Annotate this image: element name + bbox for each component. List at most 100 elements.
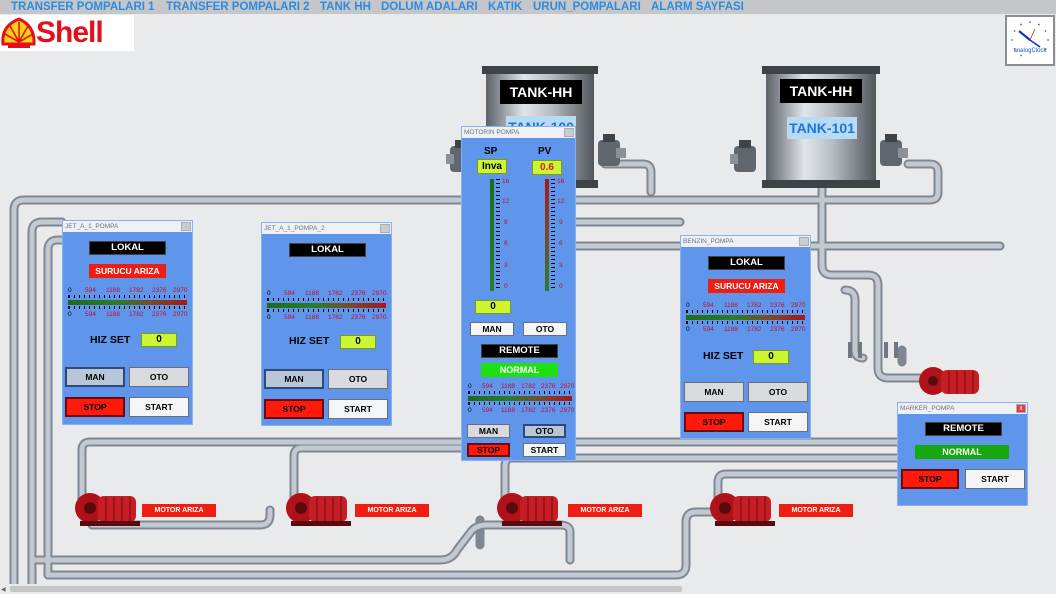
- pv-label: PV: [538, 146, 552, 157]
- alarm-label: SURUCU ARIZA: [89, 264, 166, 278]
- pump-icon: [75, 493, 140, 526]
- status-label: NORMAL: [915, 445, 1009, 459]
- pv-value: 0.6: [532, 160, 562, 175]
- jet-a1-pompa-2-panel: JET_A_1_POMPA_2 LOKAL 0 594 1188 1782 23…: [261, 222, 392, 426]
- jet-a1-pompa-panel: JET_A_1_POMPA LOKAL SURUCU ARIZA 0 594 1…: [62, 220, 193, 425]
- panel-title: MOTORIN POMPA: [462, 127, 575, 138]
- sp-set-value[interactable]: 0: [475, 300, 511, 314]
- speed-bar: [468, 396, 572, 401]
- pump-icon: [919, 367, 979, 395]
- hiz-set-value[interactable]: 0: [340, 335, 376, 349]
- oto-button-2[interactable]: OTO: [523, 424, 566, 438]
- stop-button[interactable]: STOP: [901, 469, 959, 489]
- sp-bar: [490, 179, 494, 291]
- close-button[interactable]: [181, 222, 191, 231]
- pv-gauge: 16 12 9 6 3 0: [537, 178, 573, 295]
- oto-button[interactable]: OTO: [328, 369, 388, 389]
- scrollbar-thumb[interactable]: [10, 586, 682, 592]
- close-button[interactable]: x: [1016, 404, 1026, 413]
- panel-title: JET_A_1_POMPA: [63, 221, 192, 232]
- speed-ruler: 0 594 1188 1782 2376 2970 0 594 1188 178…: [686, 302, 806, 333]
- menu-alarm-sayfasi[interactable]: ALARM SAYFASI: [651, 1, 744, 13]
- remote-label: REMOTE: [925, 422, 1002, 436]
- pump-icon: [710, 493, 775, 526]
- hiz-set-label: HIZ SET: [703, 350, 744, 362]
- shell-wordmark: Shell: [36, 16, 104, 49]
- man-button-2[interactable]: MAN: [467, 424, 510, 438]
- panel-title: JET_A_1_POMPA_2: [262, 223, 391, 234]
- marker-pompa-panel: MARKER_POMPA x REMOTE NORMAL STOP START: [897, 402, 1028, 506]
- remote-label: REMOTE: [481, 344, 558, 358]
- start-button[interactable]: START: [328, 399, 388, 419]
- menu-transfer-2[interactable]: TRANSFER POMPALARI 2: [166, 1, 310, 13]
- valve-icon: [880, 134, 908, 166]
- horizontal-scrollbar[interactable]: ◀: [0, 584, 1056, 594]
- oto-button[interactable]: OTO: [523, 322, 567, 336]
- sp-gauge: 16 12 9 6 3 0: [482, 178, 518, 295]
- shell-pecten-icon: [1, 17, 36, 48]
- speed-ruler: 0 594 1188 1782 2376 2970 0 594 1188 178…: [468, 383, 575, 414]
- speed-ruler: 0 594 1188 1782 2376 2970 0 594 1188 178…: [68, 287, 188, 318]
- alarm-label: SURUCU ARIZA: [708, 279, 785, 293]
- pump-alarm-label: MOTOR ARIZA: [568, 504, 642, 517]
- motorin-pompa-panel: MOTORIN POMPA SP PV Inva 0.6 16 12 9 6 3…: [461, 126, 576, 461]
- pump-alarm-label: MOTOR ARIZA: [355, 504, 429, 517]
- start-button[interactable]: START: [523, 443, 566, 457]
- tank-name-label: TANK-101: [787, 117, 857, 139]
- pv-bar: [545, 179, 549, 291]
- menu-katik[interactable]: KATIK: [488, 1, 523, 13]
- stop-button[interactable]: STOP: [65, 397, 125, 417]
- tank-hh-label: TANK-HH: [500, 80, 582, 104]
- sp-label: SP: [484, 146, 498, 157]
- close-button[interactable]: [380, 224, 390, 233]
- menu-tank-hh[interactable]: TANK HH: [320, 1, 371, 13]
- start-button[interactable]: START: [748, 412, 808, 432]
- valve-icon: [598, 134, 626, 166]
- status-label: NORMAL: [481, 363, 558, 377]
- mode-label: LOKAL: [708, 256, 785, 270]
- tank-101: TANK-HH TANK-101: [762, 66, 880, 188]
- pump-icon: [497, 493, 562, 526]
- menu-dolum-adalari[interactable]: DOLUM ADALARI: [381, 1, 478, 13]
- start-button[interactable]: START: [965, 469, 1025, 489]
- oto-button[interactable]: OTO: [748, 382, 808, 402]
- menu-urun-pompalari[interactable]: URUN_POMPALARI: [533, 1, 641, 13]
- hiz-set-label: HIZ SET: [289, 335, 330, 347]
- man-button[interactable]: MAN: [264, 369, 324, 389]
- panel-title: BENZIN_POMPA: [681, 236, 810, 247]
- man-button[interactable]: MAN: [65, 367, 125, 387]
- hiz-set-label: HIZ SET: [90, 334, 131, 346]
- clock-face-icon: [1011, 21, 1049, 57]
- pump-alarm-label: MOTOR ARIZA: [142, 504, 216, 517]
- speed-bar: [267, 303, 386, 308]
- hiz-set-value[interactable]: 0: [141, 333, 177, 347]
- speed-bar: [68, 300, 187, 305]
- sp-value[interactable]: Inva: [477, 159, 507, 174]
- stop-button[interactable]: STOP: [684, 412, 744, 432]
- man-button[interactable]: MAN: [470, 322, 514, 336]
- oto-button[interactable]: OTO: [129, 367, 189, 387]
- mode-label: LOKAL: [289, 243, 366, 257]
- scroll-left-icon[interactable]: ◀: [1, 587, 6, 593]
- speed-bar: [686, 315, 805, 320]
- man-button[interactable]: MAN: [684, 382, 744, 402]
- pump-icon: [286, 493, 351, 526]
- shell-logo: Shell: [0, 15, 134, 51]
- clock-label: analogClock: [1013, 48, 1047, 54]
- panel-title: MARKER_POMPA: [898, 403, 1027, 414]
- valve-icon: [730, 140, 756, 172]
- menu-transfer-1[interactable]: TRANSFER POMPALARI 1: [11, 1, 155, 13]
- hiz-set-value[interactable]: 0: [753, 350, 789, 364]
- close-button[interactable]: [564, 128, 574, 137]
- tank-hh-label: TANK-HH: [780, 79, 862, 103]
- pump-alarm-label: MOTOR ARIZA: [779, 504, 853, 517]
- start-button[interactable]: START: [129, 397, 189, 417]
- benzin-pompa-panel: BENZIN_POMPA LOKAL SURUCU ARIZA 0 594 11…: [680, 235, 811, 439]
- stop-button[interactable]: STOP: [467, 443, 510, 457]
- stop-button[interactable]: STOP: [264, 399, 324, 419]
- close-button[interactable]: [799, 237, 809, 246]
- mode-label: LOKAL: [89, 241, 166, 255]
- speed-ruler: 0 594 1188 1782 2376 2970 0 594 1188 178…: [267, 290, 387, 321]
- analog-clock: analogClock: [1005, 15, 1055, 66]
